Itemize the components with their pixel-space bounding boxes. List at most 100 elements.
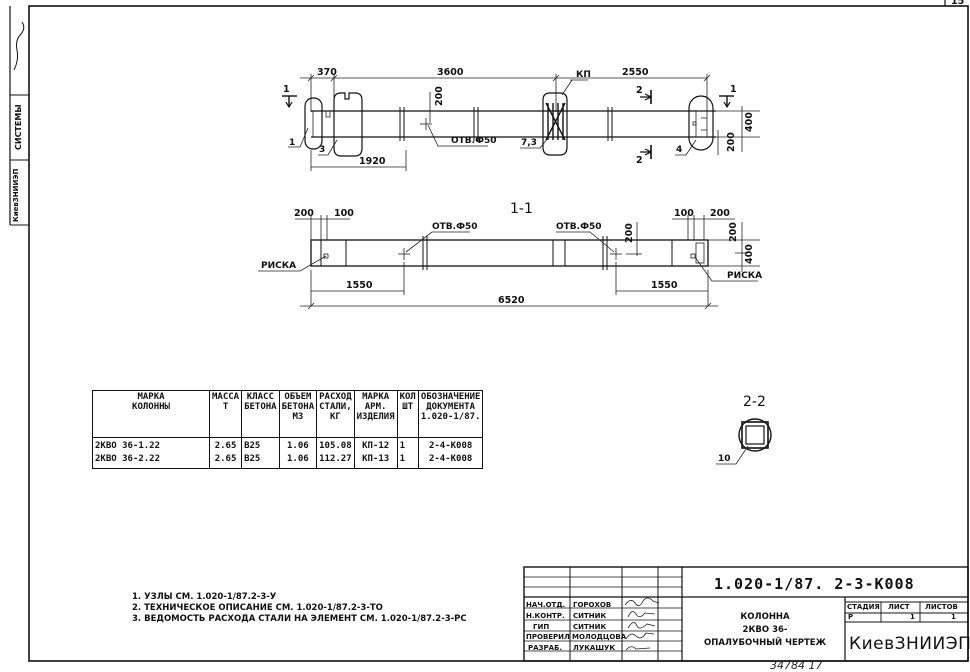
header-text: МАРКА КОЛОННЫ (132, 392, 170, 413)
object-title: КОЛОННА 2КВО 36- ОПАЛУБОЧНЫЙ ЧЕРТЕЖ (686, 611, 844, 650)
name-lukashuk: ЛУКАШУК (573, 644, 616, 652)
kp-label: КП (576, 70, 591, 80)
cell-steel-use: 112.27 (316, 453, 355, 469)
stage-header: СТАДИЯ (847, 603, 880, 611)
risk-label-left: РИСКА (261, 261, 296, 271)
header-steel-use: РАСХОД СТАЛИ, КГ (316, 390, 355, 438)
header-text: МАРКА АРМ. ИЗДЕЛИЯ (356, 392, 395, 423)
callout-4: 4 (676, 145, 682, 155)
header-concrete-class: КЛАСС БЕТОНА (241, 390, 280, 438)
organization-name: КиевЗНИИЭП (849, 634, 970, 654)
cell-mass: 2.65 (208, 453, 243, 469)
document-code: 1.020-1/87. 2-3-К008 (714, 575, 915, 593)
header-text: ОБОЗНАЧЕНИЕ ДОКУМЕНТА 1.020-1/87. (420, 392, 481, 423)
cell-rebar-mark: КП-13 (353, 453, 398, 469)
header-text: КЛАСС БЕТОНА (244, 392, 277, 413)
side-stamp-system: СИСТЕМЫ (14, 104, 23, 150)
cell-mass: 2.65 (208, 437, 243, 453)
sheet-header: ЛИСТ (888, 603, 910, 611)
cell-quantity: 1 (396, 437, 419, 453)
callout-10: 10 (718, 454, 731, 464)
name-sitnik-2: СИТНИК (573, 623, 607, 631)
callout-7-3: 7,3 (521, 138, 537, 148)
dim-370: 370 (317, 67, 337, 78)
section-1-1-title: 1-1 (510, 201, 533, 217)
cell-quantity: 1 (396, 453, 419, 469)
role-checked: ПРОВЕРИЛ (526, 633, 570, 641)
cell-steel-use: 105.08 (316, 437, 355, 453)
cell-concrete-class: В25 (241, 437, 280, 453)
name-sitnik-1: СИТНИК (573, 612, 607, 620)
role-norm-control: Н.КОНТР. (526, 612, 565, 620)
header-text: КОЛ ШТ (399, 392, 416, 413)
cut-mark-2-top: 2 (636, 85, 643, 96)
dim-400-elev: 400 (744, 112, 755, 132)
dim-1550-right: 1550 (651, 280, 678, 291)
dim-6520: 6520 (498, 295, 525, 306)
side-stamp-org: КиевЗНИИЭП (12, 168, 20, 222)
dim-200-s1-r: 200 (710, 208, 730, 219)
table-row: 2КВО 36-2.22 2.65 В25 1.06 112.27 КП-13 … (92, 453, 484, 469)
title-block: 1.020-1/87. 2-3-К008 НАЧ.ОТД. Н.КОНТР. Г… (524, 567, 970, 665)
object-title-line: 2КВО 36- (742, 625, 788, 635)
side-stamp: СИСТЕМЫ КиевЗНИИЭП (0, 0, 30, 260)
callout-3: 3 (319, 145, 325, 155)
object-title-line: ОПАЛУБОЧНЫЙ ЧЕРТЕЖ (703, 638, 826, 648)
hole-label-elev: ОТВ.Ф50 (451, 136, 497, 146)
header-quantity: КОЛ ШТ (396, 390, 419, 438)
cell-concrete-volume: 1.06 (278, 453, 318, 469)
stage-value: Р (848, 613, 854, 621)
role-developed: РАЗРАБ. (528, 644, 563, 652)
dim-1550-left: 1550 (346, 280, 373, 291)
dim-1920: 1920 (359, 156, 386, 167)
signatures (624, 597, 660, 651)
risk-label-right: РИСКА (727, 271, 762, 281)
name-molodtsova: МОЛОДЦОВА (572, 633, 627, 641)
sheet-frame: 15 (28, 0, 969, 662)
object-title-line: КОЛОННА (740, 612, 790, 622)
column-elevation: 370 3600 2550 2 (282, 67, 760, 171)
side-stamp-frame (9, 6, 29, 226)
cell-document: 2-4-К008 (417, 453, 484, 469)
dim-400-s1: 400 (744, 244, 755, 264)
header-mass: МАССА Т (208, 390, 243, 438)
handwritten-number: 34784 17 (770, 659, 823, 672)
sheet-value: 1 (910, 613, 915, 621)
cell-column-mark: 2КВО 36-1.22 (92, 437, 210, 453)
sheets-value: 1 (951, 613, 956, 621)
spec-table-header-row: МАРКА КОЛОННЫ МАССА Т КЛАСС БЕТОНА ОБЪЕМ… (92, 390, 484, 438)
cell-rebar-mark: КП-12 (353, 437, 398, 453)
drawing-notes: 1. УЗЛЫ СМ. 1.020-1/87.2-3-У 2. ТЕХНИЧЕС… (132, 592, 467, 625)
hole-label-s1-l: ОТВ.Ф50 (432, 222, 478, 232)
corner-number: 15 (951, 0, 964, 7)
header-text: РАСХОД СТАЛИ, КГ (319, 392, 352, 423)
header-text: МАССА Т (212, 392, 240, 413)
dim-200-elev-r: 200 (726, 132, 737, 152)
cell-concrete-volume: 1.06 (278, 437, 318, 453)
dim-200-s1-l: 200 (294, 208, 314, 219)
cut-mark-1-left: 1 (283, 84, 290, 95)
cell-document: 2-4-К008 (417, 437, 484, 453)
role-chief-engineer: ГИП (533, 623, 550, 631)
cut-mark-1-right: 1 (730, 84, 737, 95)
cut-mark-2-bottom: 2 (636, 155, 643, 166)
cell-column-mark: 2КВО 36-2.22 (92, 453, 210, 469)
spec-table: МАРКА КОЛОННЫ МАССА Т КЛАСС БЕТОНА ОБЪЕМ… (92, 390, 484, 469)
dim-200-elev: 200 (434, 86, 445, 106)
role-head-dept: НАЧ.ОТД. (526, 601, 566, 609)
hole-label-s1-r: ОТВ.Ф50 (556, 222, 602, 232)
callout-1: 1 (289, 138, 295, 148)
header-text: ОБЪЕМ БЕТОНА М3 (281, 392, 315, 423)
note-line: 1. УЗЛЫ СМ. 1.020-1/87.2-3-У (132, 592, 277, 602)
dim-100-s1-r: 100 (674, 208, 694, 219)
header-rebar-mark: МАРКА АРМ. ИЗДЕЛИЯ (353, 390, 398, 438)
header-column-mark: МАРКА КОЛОННЫ (92, 390, 210, 438)
cell-concrete-class: В25 (241, 453, 280, 469)
note-line: 3. ВЕДОМОСТЬ РАСХОДА СТАЛИ НА ЭЛЕМЕНТ СМ… (132, 614, 467, 624)
name-gorokhov: ГОРОХОВ (573, 601, 612, 609)
table-row: 2КВО 36-1.22 2.65 В25 1.06 105.08 КП-12 … (92, 437, 484, 453)
dim-200-s1-vert: 200 (728, 222, 739, 242)
dim-100-s1-l: 100 (334, 208, 354, 219)
header-concrete-volume: ОБЪЕМ БЕТОНА М3 (278, 390, 318, 438)
